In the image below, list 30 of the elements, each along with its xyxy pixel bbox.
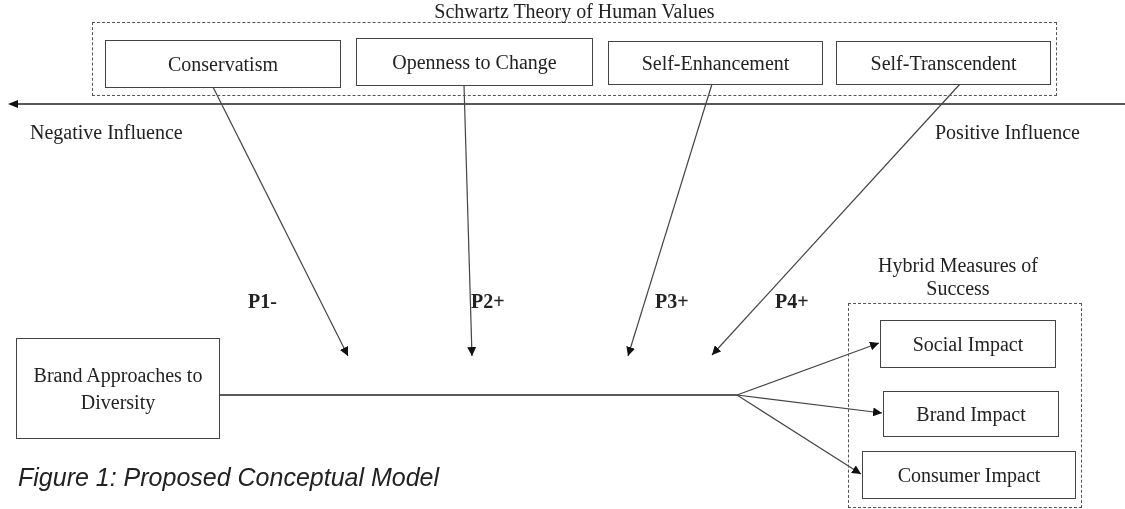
arrow xyxy=(219,394,862,475)
figure-caption: Figure 1: Proposed Conceptual Model xyxy=(18,463,440,492)
arrow xyxy=(463,84,477,357)
edge-label: P2+ xyxy=(471,290,505,313)
concept-box xyxy=(608,41,823,85)
concept-box xyxy=(105,40,341,88)
arrow xyxy=(626,83,713,357)
box-label: Social Impact xyxy=(912,331,1024,358)
concept-box xyxy=(16,338,220,439)
arrow xyxy=(711,83,961,356)
edge-label: P1- xyxy=(248,290,277,313)
axis-end-label: Negative Influence xyxy=(30,121,183,144)
box-label: Brand Approaches to Diversity xyxy=(32,362,204,416)
group-heading: Schwartz Theory of Human Values xyxy=(433,0,716,23)
arrow xyxy=(212,86,349,357)
box-label: Consumer Impact xyxy=(897,462,1041,489)
group-heading: Hybrid Measures of Success xyxy=(877,254,1039,300)
box-label: Openness to Change xyxy=(392,49,557,76)
box-label: Self-Enhancement xyxy=(641,50,790,76)
concept-box xyxy=(883,391,1059,437)
edge-label: P3+ xyxy=(655,290,689,313)
concept-box xyxy=(880,320,1056,368)
concept-box xyxy=(862,451,1076,499)
concept-box xyxy=(356,38,593,86)
edge-label: P4+ xyxy=(775,290,809,313)
box-label: Brand Impact xyxy=(916,401,1026,428)
box-label: Conservatism xyxy=(168,51,278,77)
concept-box xyxy=(836,41,1051,85)
axis-end-label: Positive Influence xyxy=(935,121,1080,144)
box-label: Self-Transcendent xyxy=(870,50,1017,76)
